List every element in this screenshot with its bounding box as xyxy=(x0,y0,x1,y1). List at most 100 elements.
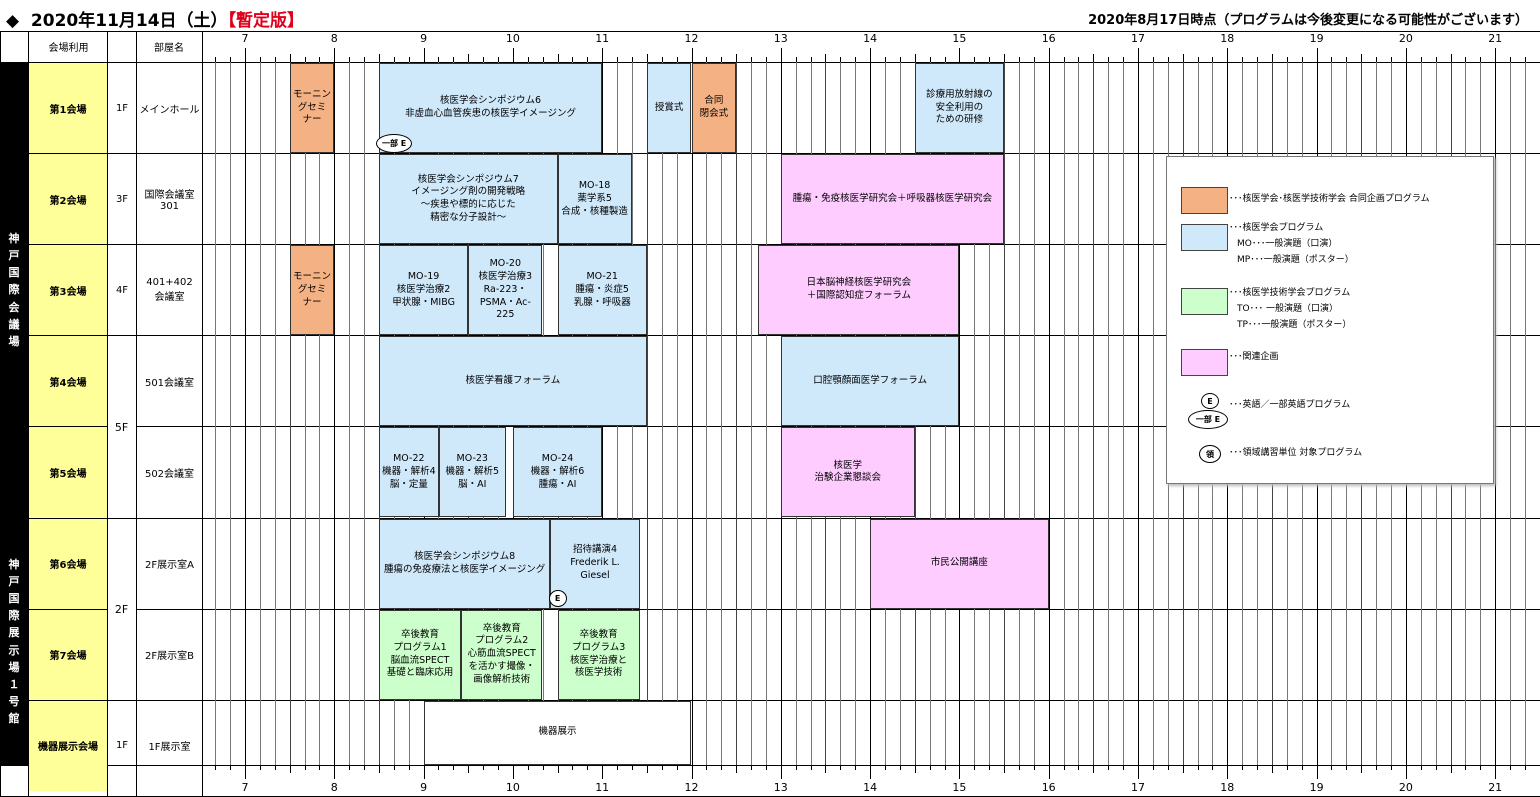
grid-line xyxy=(706,57,708,62)
grid-line xyxy=(751,765,753,770)
grid-line xyxy=(1346,765,1348,770)
grid-line xyxy=(28,335,107,337)
grid-line xyxy=(1242,57,1244,62)
event-block[interactable]: 機器展示 xyxy=(423,700,692,765)
grid-line xyxy=(107,153,136,155)
grid-line xyxy=(1138,48,1139,62)
event-block[interactable]: 合同 閉会式 xyxy=(691,63,737,154)
grid-line xyxy=(870,765,872,779)
floor-label: 1F xyxy=(115,102,129,114)
floor-5f: 5F xyxy=(114,420,129,434)
grid-line xyxy=(736,62,738,765)
grid-line xyxy=(959,48,961,62)
grid-line xyxy=(483,765,485,770)
grid-line xyxy=(1480,57,1482,62)
grid-line xyxy=(498,765,500,770)
hour-label-bottom: 10 xyxy=(505,781,520,794)
grid-line xyxy=(765,57,767,62)
grid-line xyxy=(1033,62,1035,765)
grid-line xyxy=(136,426,1540,428)
grid-line xyxy=(1048,765,1050,779)
event-block[interactable]: 卒後教育 プログラム3 核医学治療と 核医学技術 xyxy=(557,609,640,700)
event-block[interactable]: MO-24 機器・解析6 腫瘍・AI xyxy=(512,427,603,518)
grid-line xyxy=(1138,62,1139,765)
legend-text-english: ･･･英語／一部英語プログラム xyxy=(1229,400,1351,410)
grid-line xyxy=(230,62,232,765)
grid-line xyxy=(1405,765,1407,779)
event-block[interactable]: MO-18 薬学系5 合成・核種製造 xyxy=(557,154,632,245)
hour-label-top: 8 xyxy=(330,32,338,45)
legend-text-credit: ･･･領域講習単位 対象プログラム xyxy=(1229,448,1363,458)
event-block[interactable]: MO-23 機器・解析5 脳・AI xyxy=(438,427,506,518)
event-block[interactable]: MO-19 核医学治療2 甲状腺・MIBG xyxy=(378,245,469,336)
floor-label: 1F xyxy=(115,740,129,752)
hour-label-top: 21 xyxy=(1488,32,1503,45)
grid-line xyxy=(989,765,991,770)
grid-line xyxy=(202,31,203,796)
event-block[interactable]: 核医学会シンポジウム6 非虚血心血管疾患の核医学イメージング xyxy=(378,63,603,154)
grid-line xyxy=(661,765,663,770)
grid-line xyxy=(1316,765,1318,779)
event-block[interactable]: 核医学会シンポジウム7 イメージング剤の開発戦略 ～疾患や標的に応じた 精密な分… xyxy=(378,154,558,245)
hour-label-top: 16 xyxy=(1041,32,1056,45)
event-block[interactable]: 核医学 治験企業懇談会 xyxy=(780,427,915,518)
event-block[interactable]: 腫瘍・免疫核医学研究会＋呼吸器核医学研究会 xyxy=(780,154,1005,245)
event-block[interactable]: 核医学会シンポジウム8 腫瘍の免疫療法と核医学イメージング xyxy=(378,518,551,609)
event-block[interactable]: MO-21 腫瘍・炎症5 乳腺・呼吸器 xyxy=(557,245,647,336)
event-block[interactable]: 市民公開講座 xyxy=(870,518,1049,609)
grid-line xyxy=(899,765,901,770)
grid-line xyxy=(1405,48,1407,62)
grid-line xyxy=(825,54,827,62)
grid-line xyxy=(1033,765,1035,770)
grid-line xyxy=(855,57,857,62)
event-block[interactable]: 日本脳神経核医学研究会 ＋国際認知症フォーラム xyxy=(758,245,960,336)
legend-swatch-tech xyxy=(1181,288,1228,315)
header-room-name: 部屋名 xyxy=(154,43,184,54)
event-block[interactable]: 卒後教育 プログラム2 心筋血流SPECT を活かす撮像・ 画像解析技術 xyxy=(461,609,543,700)
hour-label-bottom: 13 xyxy=(773,781,788,794)
event-block[interactable]: 口腔顎顔面医学フォーラム xyxy=(780,336,960,427)
event-block[interactable]: 核医学看護フォーラム xyxy=(378,336,647,427)
status-note: 2020年8月17日時点（プログラムは今後変更になる可能性がございます） xyxy=(1088,13,1528,28)
grid-line xyxy=(1063,57,1065,62)
grid-line xyxy=(557,54,559,62)
event-block[interactable]: モーニン グセミ ナー xyxy=(289,245,335,336)
event-block[interactable]: モーニン グセミ ナー xyxy=(289,63,335,154)
grid-line xyxy=(0,62,1540,63)
grid-line xyxy=(1361,765,1363,773)
event-block[interactable]: MO-22 機器・解析4 脳・定量 xyxy=(378,427,439,518)
grid-line xyxy=(1167,57,1169,62)
grid-line xyxy=(1257,765,1259,770)
grid-line xyxy=(527,765,529,770)
room-name: 502会議室 xyxy=(144,468,195,480)
hour-label-top: 20 xyxy=(1398,32,1413,45)
grid-line xyxy=(676,62,678,765)
grid-line xyxy=(349,57,351,62)
hall-name: 第4会場 xyxy=(29,336,107,427)
partial-english-badge-icon: 一部 E xyxy=(1188,410,1228,429)
event-block[interactable]: 卒後教育 プログラム1 脳血流SPECT 基礎と臨床応用 xyxy=(378,609,462,700)
grid-line xyxy=(780,48,782,62)
grid-line xyxy=(136,244,1540,246)
grid-line xyxy=(1048,62,1050,765)
english-badge-icon: E xyxy=(1201,393,1219,409)
event-block[interactable]: MO-20 核医学治療3 Ra-223・ PSMA・Ac- 225 xyxy=(468,245,543,336)
english-badge-icon: E xyxy=(548,590,567,608)
event-block[interactable]: 授賞式 xyxy=(646,63,692,154)
grid-line xyxy=(28,153,107,155)
hour-label-top: 12 xyxy=(684,32,699,45)
grid-line xyxy=(468,54,470,62)
grid-line xyxy=(28,608,107,610)
grid-line xyxy=(1108,57,1110,62)
hour-label-top: 14 xyxy=(863,32,878,45)
hall-name: 第6会場 xyxy=(29,518,107,609)
legend-box: ･･･核医学会･核医学技術学会 合同企画プログラム ･･･核医学会プログラム M… xyxy=(1166,156,1494,484)
grid-line xyxy=(1361,54,1363,62)
grid-line xyxy=(1093,765,1095,773)
grid-line xyxy=(304,62,306,765)
grid-line xyxy=(780,765,782,779)
event-block[interactable]: 診療用放射線の 安全利用の ための研修 xyxy=(914,63,1005,154)
grid-line xyxy=(1108,765,1110,770)
grid-line xyxy=(1271,54,1273,62)
grid-line xyxy=(393,57,395,62)
